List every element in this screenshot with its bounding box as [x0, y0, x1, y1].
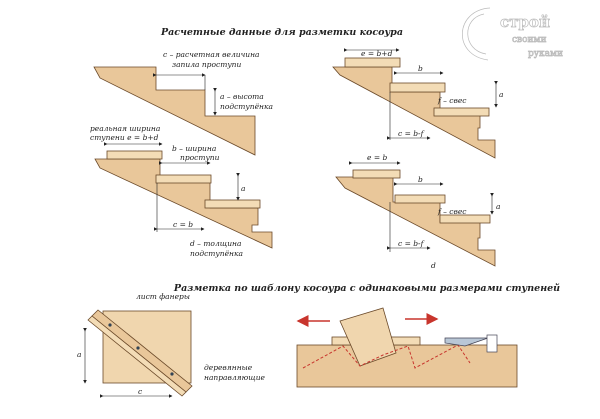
- stringer-diagram-1: c – расчетная величина запила проступи a…: [93, 50, 273, 156]
- template-square: [339, 307, 397, 367]
- d-label-2: подступёнка: [190, 249, 243, 258]
- c-label: c: [138, 387, 143, 396]
- b-label: b: [418, 64, 423, 73]
- guides-label-2: направляющие: [204, 373, 266, 382]
- tread: [389, 82, 446, 93]
- tread: [352, 169, 401, 179]
- stringer-diagram-2: реальная ширина ступени e = b+d b – шири…: [90, 124, 273, 258]
- board: [296, 344, 518, 388]
- b-label-2: проступи: [180, 153, 220, 162]
- tread: [439, 214, 491, 224]
- f-label: f – свес: [437, 207, 467, 216]
- plywood-sheet: [102, 310, 192, 384]
- a-label: a: [499, 90, 503, 99]
- guides-label: деревянные: [204, 363, 253, 372]
- e-label: e = b: [367, 153, 387, 162]
- c-label: c – расчетная величина: [163, 50, 260, 59]
- plywood-template: a c лист фанеры деревянные направляющие: [77, 292, 266, 398]
- guide-plank-lower: [87, 315, 187, 397]
- stringer-diagram-4: e = b b a f – свес c = b-f d: [335, 153, 500, 270]
- d-label: d: [431, 261, 436, 270]
- d-label: d – толщина: [190, 239, 241, 248]
- c-label-2: запила проступи: [172, 60, 241, 69]
- plywood-label: лист фанеры: [136, 292, 190, 301]
- e-label: e = b+d: [361, 49, 393, 58]
- e-label: реальная ширина: [90, 124, 160, 133]
- logo-line-2: своими: [512, 35, 547, 45]
- a-label: a: [496, 202, 500, 211]
- tread: [344, 57, 401, 68]
- tread: [394, 194, 446, 204]
- saw-handle-icon: [486, 334, 498, 353]
- section-title: Разметка по шаблону косоура с одинаковым…: [173, 283, 560, 294]
- logo-line-3: руками: [528, 49, 563, 59]
- marking-line: [302, 344, 471, 369]
- tread: [204, 199, 261, 209]
- marking-board-illustration: [296, 307, 518, 388]
- c-label: c = b: [173, 220, 193, 229]
- a-label: a: [77, 350, 81, 359]
- c-label: c = b-f: [398, 239, 425, 248]
- a-label: a: [241, 184, 245, 193]
- a-label: a – высота: [220, 92, 264, 101]
- stringer-diagram-3: e = b+d b a f – свес c = b-f: [332, 48, 503, 159]
- logo-watermark: строй своими руками: [462, 7, 563, 61]
- b-label: b – ширина: [172, 144, 216, 153]
- tread: [106, 150, 163, 160]
- a-label-2: подступёнка: [220, 102, 273, 111]
- stringer-4: [335, 176, 496, 267]
- f-label: f – свес: [437, 96, 467, 105]
- e-label-2: ступени e = b+d: [90, 133, 159, 142]
- tread: [155, 174, 212, 184]
- logo-line-1: строй: [500, 13, 550, 31]
- b-label: b: [418, 175, 423, 184]
- saw-blade-icon: [444, 337, 489, 347]
- tread: [433, 107, 490, 117]
- page-title: Расчетные данные для разметки косоура: [160, 27, 403, 38]
- c-label: c = b-f: [398, 129, 425, 138]
